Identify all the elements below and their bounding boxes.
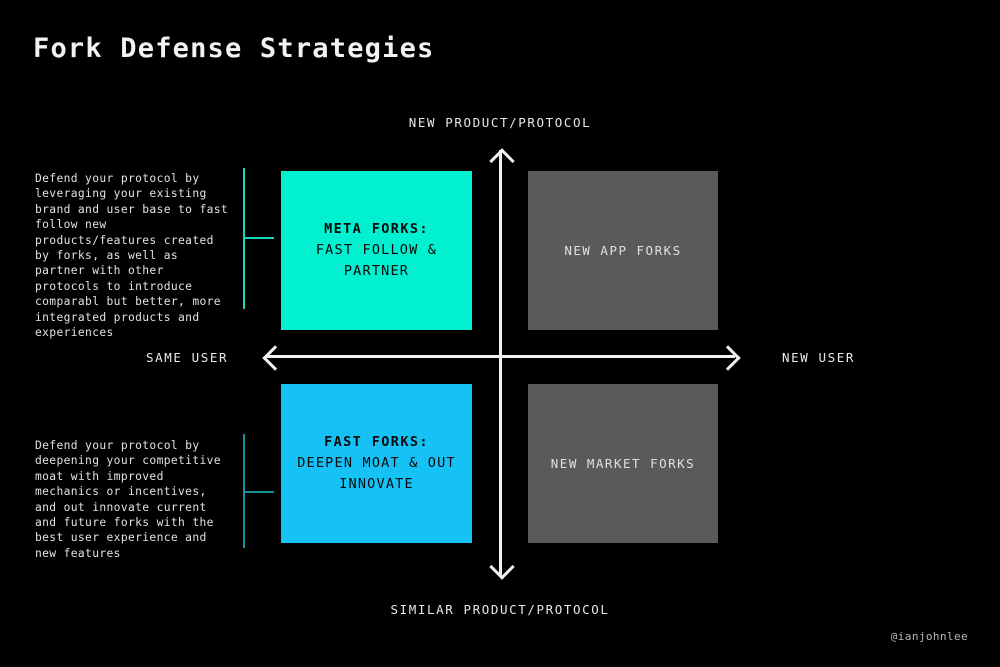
annotation-connector-bottom-tick (243, 491, 274, 493)
arrow-down-icon (489, 554, 515, 580)
axis-label-bottom: SIMILAR PRODUCT/PROTOCOL (390, 602, 610, 617)
quadrant-fast-forks[interactable]: FAST FORKS: DEEPEN MOAT & OUT INNOVATE (281, 384, 472, 543)
arrow-left-icon (262, 345, 288, 371)
axis-label-right: NEW USER (782, 350, 856, 365)
annotation-connector-top-tick (243, 237, 274, 239)
page-title: Fork Defense Strategies (33, 33, 435, 64)
arrow-right-icon (715, 345, 741, 371)
arrow-up-icon (489, 148, 515, 174)
annotation-fast-forks: Defend your protocol by deepening your c… (35, 439, 221, 560)
quadrant-heading: META FORKS: (324, 221, 429, 238)
quadrant-heading: FAST FORKS: (324, 434, 429, 451)
quadrant-subtitle: DEEPEN MOAT & OUT INNOVATE (297, 455, 456, 492)
quadrant-meta-forks[interactable]: META FORKS: FAST FOLLOW & PARTNER (281, 171, 472, 330)
axis-label-top: NEW PRODUCT/PROTOCOL (408, 115, 592, 130)
quadrant-new-app-forks[interactable]: NEW APP FORKS (528, 171, 718, 330)
quadrant-new-market-forks[interactable]: NEW MARKET FORKS (528, 384, 718, 543)
horizontal-axis-line (265, 355, 735, 358)
quadrant-subtitle: FAST FOLLOW & PARTNER (315, 242, 438, 279)
vertical-axis-line (499, 150, 502, 575)
annotation-meta-forks: Defend your protocol by leveraging your … (35, 172, 229, 340)
author-handle-watermark: @ianjohnlee (890, 630, 968, 643)
quadrant-label: NEW MARKET FORKS (550, 456, 696, 471)
quadrant-label: NEW APP FORKS (564, 243, 682, 258)
axis-label-left: SAME USER (146, 350, 229, 365)
